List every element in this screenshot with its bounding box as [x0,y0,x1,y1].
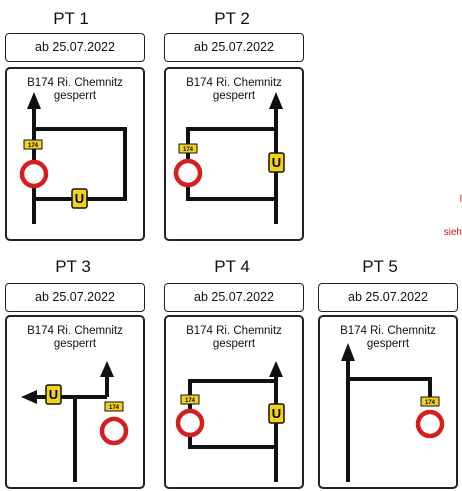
no-entry-icon [99,416,129,446]
side-note: l sieh [444,172,462,249]
detour-u-label: U [272,406,281,421]
sign-line-1: B174 Ri. Chemnitz [27,77,123,89]
panel-title: PT 1 [53,9,89,28]
detour-u-badge: U [268,403,285,424]
arrow-head-icon [269,92,283,109]
sign-line-2: gesperrt [212,338,256,350]
route-174-label: 174 [185,398,196,404]
sign-text: B174 Ri. Chemnitz gesperrt [166,77,302,103]
detour-u-label: U [49,387,58,402]
route-174-badge: 174 [23,139,43,150]
route-diagram: U 174 [21,361,129,482]
detour-u-badge: U [45,384,62,405]
sign-text: B174 Ri. Chemnitz gesperrt [320,325,456,351]
arrow-head-icon [21,390,37,404]
panel-title: PT 5 [362,257,398,276]
route-diagram: 174 U [19,92,127,224]
route-174-label: 174 [183,147,194,153]
sign-line-1: B174 Ri. Chemnitz [340,325,436,337]
panel-title: PT 3 [55,257,91,276]
sign-text: B174 Ri. Chemnitz gesperrt [166,325,302,351]
no-entry-icon [415,409,445,439]
arrow-head-icon [100,361,114,377]
panel-title: PT 4 [214,257,250,276]
date-box: ab 25.07.2022 [5,283,145,312]
detour-sign: B174 Ri. Chemnitz gesperrt 174 [318,315,458,489]
panel-title: PT 2 [214,9,250,28]
no-entry-icon [173,158,203,188]
route-174-label: 174 [425,400,436,406]
sign-line-1: B174 Ri. Chemnitz [27,325,123,337]
detour-u-label: U [75,191,84,206]
detour-u-badge: U [268,152,285,173]
date-box: ab 25.07.2022 [5,33,145,62]
arrow-head-icon [27,92,41,109]
sign-line-2: gesperrt [53,90,97,102]
detour-sign: B174 Ri. Chemnitz gesperrt 174 U [164,315,304,489]
detour-u-label: U [272,155,281,170]
route-diagram: 174 U [173,92,285,224]
no-entry-icon [19,159,49,189]
route-174-badge: 174 [178,143,198,154]
sign-line-1: B174 Ri. Chemnitz [186,77,282,89]
date-box: ab 25.07.2022 [164,33,304,62]
sign-text: B174 Ri. Chemnitz gesperrt [7,77,143,103]
detour-sign: B174 Ri. Chemnitz gesperrt 174 U [5,67,145,241]
route-diagram: 174 [341,343,445,482]
sign-line-2: gesperrt [53,338,97,350]
arrow-head-icon [341,343,355,361]
side-note-line-1: l [459,194,462,205]
date-box: ab 25.07.2022 [318,283,458,312]
detour-sign: B174 Ri. Chemnitz gesperrt 174 U [164,67,304,241]
sign-line-2: gesperrt [366,338,410,350]
arrow-head-icon [269,361,283,377]
detour-sign: B174 Ri. Chemnitz gesperrt U 174 [5,315,145,489]
route-174-label: 174 [28,143,39,149]
sign-text: B174 Ri. Chemnitz gesperrt [7,325,143,351]
side-note-line-2: sieh [443,227,462,238]
route-174-label: 174 [109,405,120,411]
route-174-badge: 174 [420,396,440,407]
route-diagram: 174 U [175,361,285,482]
route-174-badge: 174 [180,394,200,405]
route-174-badge: 174 [104,401,124,412]
date-box: ab 25.07.2022 [164,283,304,312]
detour-u-badge: U [71,188,88,209]
sign-line-1: B174 Ri. Chemnitz [186,325,282,337]
sign-line-2: gesperrt [212,90,256,102]
no-entry-icon [175,408,205,438]
